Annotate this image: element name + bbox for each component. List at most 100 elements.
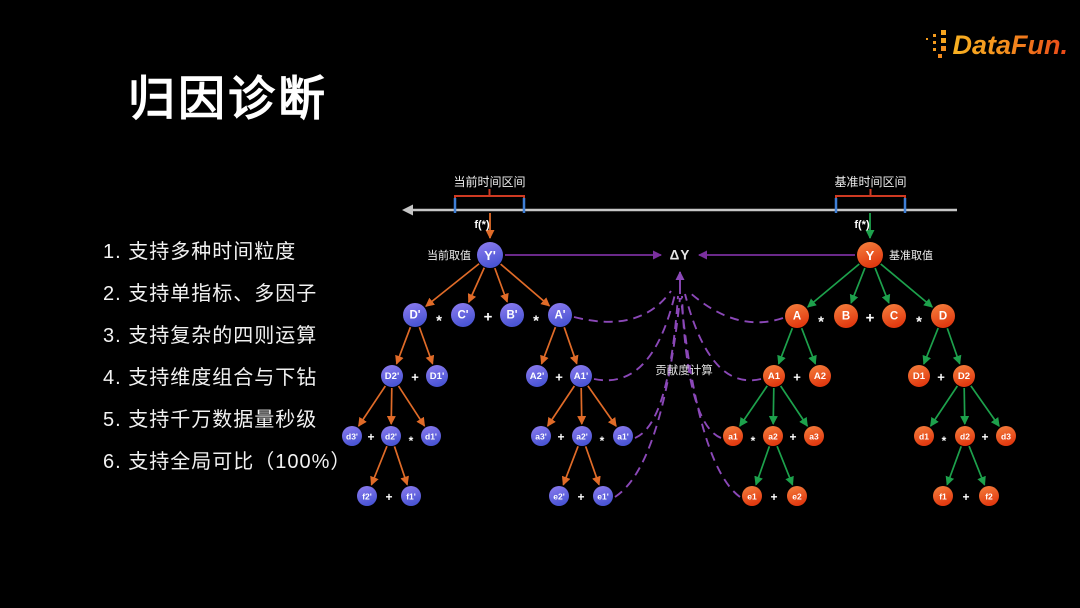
node-label: d3' <box>346 432 358 442</box>
node-label: e2' <box>553 492 564 502</box>
tree-edge <box>577 387 587 426</box>
node-f1 <box>933 486 953 506</box>
tree-edge <box>587 385 617 427</box>
node-e2-prime <box>549 486 569 506</box>
node-A2-prime <box>526 365 548 387</box>
node-label: A2 <box>814 371 826 382</box>
node-label: d2' <box>385 432 397 442</box>
tree-edge <box>546 385 576 427</box>
node-label: D1 <box>913 371 926 382</box>
interval-bracket <box>454 195 525 206</box>
datafun-logo: DataFun. <box>924 27 1068 63</box>
operator-label: * <box>916 314 922 331</box>
datafun-logo-mark-icon <box>926 30 947 58</box>
node-label: e2 <box>792 492 802 502</box>
node-a3 <box>804 426 824 446</box>
node-a1-prime <box>613 426 633 446</box>
node-label: C' <box>457 310 468 322</box>
node-label: A' <box>554 310 565 322</box>
node-label: f1 <box>939 492 947 502</box>
node-D2-prime <box>381 365 403 387</box>
tree-edge <box>874 267 891 304</box>
tree-edge <box>370 445 388 486</box>
node-label: d1' <box>425 432 437 442</box>
function-label: f(*) <box>854 219 870 231</box>
operator-label: * <box>818 314 824 331</box>
node-label: B <box>842 311 850 323</box>
node-label: A2' <box>530 371 544 382</box>
node-label: D2 <box>958 371 970 382</box>
tree-edge <box>806 263 860 308</box>
tree-edge <box>800 327 817 365</box>
tree-edge <box>494 267 509 303</box>
tree-edge <box>418 326 435 365</box>
tree-edge <box>386 387 396 426</box>
node-label: f2' <box>362 492 372 502</box>
node-label: f1' <box>406 492 416 502</box>
feature-item: 2. 支持单指标、多因子 <box>103 282 318 305</box>
contribution-curve <box>614 297 681 498</box>
node-label: D2' <box>385 371 399 382</box>
node-D-prime <box>403 303 427 327</box>
node-C-prime <box>451 303 475 327</box>
node-label: d1 <box>919 432 929 442</box>
contribution-curve <box>593 293 676 382</box>
operator-label: * <box>600 434 605 448</box>
node-A-prime <box>548 303 572 327</box>
node-label: Y <box>866 248 875 263</box>
feature-item: 1. 支持多种时间粒度 <box>103 240 297 263</box>
tree-edge <box>395 326 412 365</box>
operator-label: + <box>770 490 777 504</box>
node-label: A1' <box>574 371 588 382</box>
node-A1-prime <box>570 365 592 387</box>
delta-y-label: ΔY <box>670 248 691 263</box>
node-label: d2 <box>960 432 970 442</box>
node-label: e1' <box>597 492 608 502</box>
operator-label: * <box>751 434 756 448</box>
node-a2 <box>763 426 783 446</box>
tree-edge <box>970 385 1000 427</box>
operator-label: + <box>577 490 584 504</box>
feature-item: 6. 支持全局可比（100%） <box>103 450 352 473</box>
node-label: e1 <box>747 492 757 502</box>
operator-label: + <box>962 490 969 504</box>
node-B <box>834 304 858 328</box>
operator-label: * <box>533 313 539 330</box>
node-D <box>931 304 955 328</box>
node-d3-prime <box>342 426 362 446</box>
operator-label: * <box>942 434 947 448</box>
tree-edge <box>779 385 809 427</box>
node-label: d3 <box>1001 432 1011 442</box>
datafun-logo-text: DataFun. <box>952 29 1068 60</box>
contribution-curve <box>684 293 762 382</box>
function-label: f(*) <box>474 219 490 231</box>
tree-edge <box>945 446 963 486</box>
operator-label: + <box>557 430 564 444</box>
tree-edge <box>922 327 939 365</box>
node-label: a1 <box>728 432 738 442</box>
node-label: B' <box>506 310 517 322</box>
operator-label: + <box>866 310 875 327</box>
operator-label: * <box>409 434 414 448</box>
contribution-curve <box>687 290 784 324</box>
feature-item: 5. 支持千万数据量秒级 <box>103 408 318 431</box>
node-B-prime <box>500 303 524 327</box>
root-value-label: 当前取值 <box>427 248 471 262</box>
tree-edge <box>500 263 551 307</box>
root-value-label: 基准取值 <box>889 249 933 262</box>
interval-label: 基准时间区间 <box>834 175 906 189</box>
node-d2-prime <box>381 426 401 446</box>
node-D1-prime <box>426 365 448 387</box>
tree-edge <box>563 327 579 365</box>
tree-edge <box>754 446 771 486</box>
node-label: D <box>939 311 947 323</box>
tree-edge <box>561 445 579 486</box>
interval-bracket <box>835 195 906 206</box>
operator-label: + <box>937 370 945 385</box>
operator-label: + <box>555 370 563 385</box>
node-label: A <box>793 311 801 323</box>
interval-label: 当前时间区间 <box>453 174 525 189</box>
node-D1 <box>908 365 930 387</box>
node-a2-prime <box>572 426 592 446</box>
